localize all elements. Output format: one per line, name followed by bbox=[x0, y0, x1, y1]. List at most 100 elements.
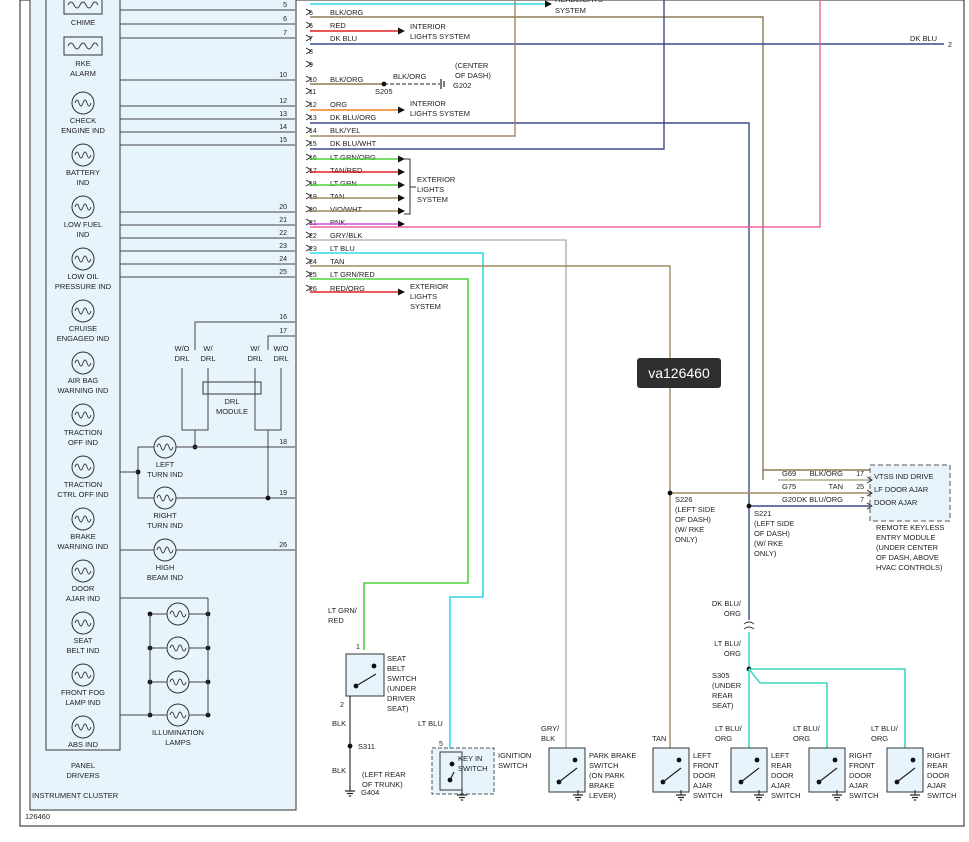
drl-trace bbox=[267, 335, 295, 350]
cluster-pin-number: 7 bbox=[283, 30, 287, 37]
rke-module-box bbox=[869, 464, 951, 522]
indicator-lamp-icon bbox=[71, 559, 95, 583]
cluster-pin-number: 20 bbox=[279, 204, 287, 211]
switch-blade bbox=[740, 767, 760, 783]
switch-contact bbox=[832, 757, 838, 763]
wire-color-label: GRY/BLK bbox=[330, 231, 362, 240]
pin-number: 1 bbox=[356, 644, 360, 651]
cluster-pin-number: 21 bbox=[279, 217, 287, 224]
wire-color-label: TAN bbox=[330, 257, 344, 266]
cluster-pin-number: 15 bbox=[279, 137, 287, 144]
wire-25-lt-grn-red bbox=[310, 278, 469, 650]
lamp-filament-icon bbox=[74, 567, 92, 575]
wire-color-label: DK BLU/ORG bbox=[330, 113, 376, 122]
lamp-filament-icon bbox=[74, 307, 92, 315]
cluster-pin-number: 6 bbox=[283, 16, 287, 23]
lamp-filament-icon bbox=[74, 671, 92, 679]
drl-module-box bbox=[202, 381, 262, 395]
connector-pin-number: 25 bbox=[309, 272, 317, 279]
indicator-lamp-icon bbox=[71, 91, 95, 115]
switch-contact bbox=[572, 757, 578, 763]
lamp-filament-icon bbox=[74, 515, 92, 523]
rke-connector-label: G75 bbox=[782, 482, 796, 491]
connector-pin-number: 12 bbox=[309, 102, 317, 109]
inline-connector-icon bbox=[743, 621, 755, 630]
cluster-pin-number: 19 bbox=[279, 490, 287, 497]
wire-color-label: LT BLU bbox=[330, 244, 355, 253]
lamp-filament-icon bbox=[74, 203, 92, 211]
drl-option-label: W/DRL bbox=[200, 344, 215, 363]
cluster-pin-number: 22 bbox=[279, 230, 287, 237]
connector-chevron-icon bbox=[305, 270, 312, 278]
lamp-filament-icon bbox=[74, 463, 92, 471]
wire-color-label: LT BLU/ORG bbox=[793, 724, 821, 743]
connector-pin-number: 8 bbox=[309, 49, 313, 56]
switch-blade bbox=[818, 767, 838, 783]
wire-color-label: TAN/RED bbox=[330, 166, 363, 175]
connector-chevron-icon bbox=[866, 502, 873, 510]
indicator-lamp-icon bbox=[71, 299, 95, 323]
lamp-filament-icon bbox=[74, 411, 92, 419]
lamp-filament-icon bbox=[74, 151, 92, 159]
headlights-system-label: SYSTEM bbox=[555, 6, 586, 15]
rke-function-label: DOOR AJAR bbox=[874, 498, 918, 507]
cluster-pin-number: 13 bbox=[279, 111, 287, 118]
indicator-lamp-icon bbox=[71, 403, 95, 427]
instrument-cluster-label: INSTRUMENT CLUSTER bbox=[32, 791, 119, 800]
wire-color-label: RED bbox=[330, 21, 346, 30]
connector-chevron-icon bbox=[305, 47, 312, 55]
indicator-lamp-icon bbox=[71, 507, 95, 531]
connector-pin-number: 23 bbox=[309, 246, 317, 253]
cluster-pin-number: 16 bbox=[279, 314, 287, 321]
indicator-lamp-icon bbox=[71, 195, 95, 219]
arrow-icon bbox=[398, 220, 405, 228]
lamp-filament-icon bbox=[169, 678, 187, 686]
park-brake-switch bbox=[548, 747, 586, 793]
cluster-pin-number: 17 bbox=[279, 328, 287, 335]
switch-blade bbox=[896, 767, 916, 783]
connector-chevron-icon bbox=[305, 21, 312, 29]
lamp-filament-icon bbox=[74, 359, 92, 367]
panel-drivers-box bbox=[45, 0, 121, 751]
connector-pin-number: 15 bbox=[309, 141, 317, 148]
seat-belt-switch bbox=[345, 653, 385, 697]
lamp-filament-icon bbox=[169, 610, 187, 618]
arrow-icon bbox=[398, 181, 405, 189]
wire-color-label: LT GRN/ORG bbox=[330, 153, 376, 162]
door-ajar-switch bbox=[730, 747, 768, 793]
splice-s226 bbox=[667, 490, 673, 496]
wire-color-label: LT BLU/ORG bbox=[714, 639, 742, 658]
dk-blu-pin: 2 bbox=[948, 42, 952, 49]
rke-connector-label: G69 bbox=[782, 469, 796, 478]
connector-chevron-icon bbox=[305, 100, 312, 108]
switch-contact bbox=[371, 663, 377, 669]
rke-wire-color-label: DK BLU/ORG bbox=[797, 495, 843, 504]
rke-pin-number: 17 bbox=[856, 471, 864, 478]
connector-pin-number: 24 bbox=[309, 259, 317, 266]
chime-icon bbox=[63, 0, 103, 15]
figure-number: 126460 bbox=[25, 812, 50, 821]
switch-contact bbox=[449, 761, 455, 767]
connector-pin-number: 11 bbox=[309, 89, 316, 96]
wire-color-label: TAN bbox=[330, 192, 344, 201]
cluster-pin-number: 5 bbox=[283, 2, 287, 9]
wire-24-tan bbox=[310, 265, 671, 748]
